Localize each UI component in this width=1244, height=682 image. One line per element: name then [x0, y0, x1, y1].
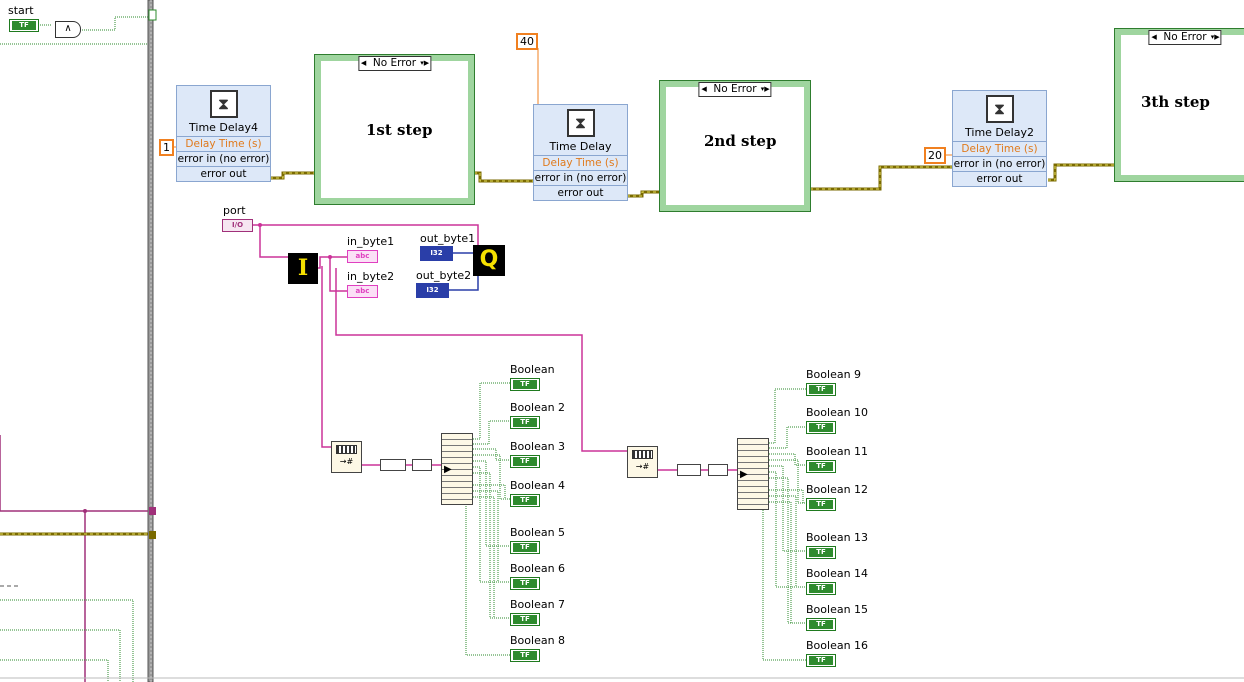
- tunnel-error: [149, 531, 156, 539]
- boolean-indicator-2[interactable]: TF: [510, 416, 540, 429]
- hourglass-icon: [209, 90, 238, 118]
- boolean-label-6: Boolean 6: [510, 562, 566, 575]
- string-wires: [253, 224, 737, 471]
- start-label: start: [8, 4, 34, 17]
- boolean-label-3: Boolean 11: [806, 445, 869, 458]
- number-to-bool-array-node-2[interactable]: [708, 464, 728, 476]
- boolean-label-3: Boolean 3: [510, 440, 566, 453]
- boolean-label-5: Boolean 13: [806, 531, 869, 544]
- in-byte1-label: in_byte1: [347, 235, 395, 248]
- boolean-indicator-7[interactable]: TF: [510, 613, 540, 626]
- visa-read-icon[interactable]: I: [288, 253, 318, 284]
- time-delay[interactable]: Time Delay Delay Time (s) error in (no e…: [533, 104, 628, 201]
- case-selector[interactable]: No Error: [357, 56, 432, 71]
- boolean-indicator-4[interactable]: TF: [806, 498, 836, 511]
- case-structure-2[interactable]: No Error 2nd step: [659, 80, 811, 212]
- boolean-indicator-7[interactable]: TF: [806, 618, 836, 631]
- hourglass-icon: [985, 95, 1014, 123]
- case-title: 1st step: [366, 121, 433, 139]
- bool-fanout-left: [465, 382, 510, 656]
- boolean-indicator-6[interactable]: TF: [510, 577, 540, 590]
- time-delay-2[interactable]: Time Delay2 Delay Time (s) error in (no …: [952, 90, 1047, 187]
- out-byte2-label: out_byte2: [416, 269, 472, 282]
- boolean-indicator-8[interactable]: TF: [806, 654, 836, 667]
- boolean-indicator-5[interactable]: TF: [510, 541, 540, 554]
- case-structure-3[interactable]: No Error 3th step: [1114, 28, 1244, 182]
- boolean-label-5: Boolean 5: [510, 526, 566, 539]
- const-1[interactable]: 1: [159, 139, 174, 156]
- port-control[interactable]: I/O: [222, 219, 253, 232]
- boolean-indicator-3[interactable]: TF: [806, 460, 836, 473]
- boolean-label-4: Boolean 4: [510, 479, 566, 492]
- visa-write-icon[interactable]: Q: [473, 245, 505, 276]
- boolean-label-6: Boolean 14: [806, 567, 869, 580]
- in-byte2-label: in_byte2: [347, 270, 395, 283]
- unbundle-bool-array-left[interactable]: ▶: [441, 433, 473, 505]
- time-delay-4[interactable]: Time Delay4 Delay Time (s) error in (no …: [176, 85, 271, 182]
- unbundle-bool-array-right[interactable]: ▶: [737, 438, 769, 510]
- string-to-byte-array-node[interactable]: →#: [331, 441, 362, 473]
- case-selector[interactable]: No Error: [698, 82, 772, 97]
- case-title: 2nd step: [704, 132, 777, 150]
- case-title: 3th step: [1141, 93, 1210, 111]
- boolean-label-2: Boolean 2: [510, 401, 566, 414]
- const-20[interactable]: 20: [924, 147, 946, 164]
- boolean-label-7: Boolean 15: [806, 603, 869, 616]
- boolean-indicator-1[interactable]: TF: [510, 378, 540, 391]
- number-to-bool-array-node[interactable]: [412, 459, 432, 471]
- boolean-indicator-5[interactable]: TF: [806, 546, 836, 559]
- hourglass-icon: [566, 109, 595, 137]
- boolean-indicator-3[interactable]: TF: [510, 455, 540, 468]
- string-to-byte-array-node-2[interactable]: →#: [627, 446, 658, 478]
- boolean-indicator-6[interactable]: TF: [806, 582, 836, 595]
- const-40[interactable]: 40: [516, 33, 538, 50]
- in-byte1-indicator[interactable]: abc: [347, 250, 378, 263]
- tunnel-string: [149, 507, 156, 515]
- index-array-node-2[interactable]: [677, 464, 701, 476]
- boolean-indicator-1[interactable]: TF: [806, 383, 836, 396]
- boolean-indicator-4[interactable]: TF: [510, 494, 540, 507]
- out-byte1-control[interactable]: I32: [420, 246, 453, 261]
- in-byte2-indicator[interactable]: abc: [347, 285, 378, 298]
- boolean-label-7: Boolean 7: [510, 598, 566, 611]
- start-control[interactable]: TF: [9, 19, 39, 32]
- boolean-label-1: Boolean 9: [806, 368, 862, 381]
- boolean-label-1: Boolean: [510, 363, 555, 376]
- port-label: port: [223, 204, 246, 217]
- boolean-indicator-2[interactable]: TF: [806, 421, 836, 434]
- boolean-label-8: Boolean 16: [806, 639, 869, 652]
- boolean-label-8: Boolean 8: [510, 634, 566, 647]
- out-byte2-control[interactable]: I32: [416, 283, 449, 298]
- boolean-label-4: Boolean 12: [806, 483, 869, 496]
- out-byte1-label: out_byte1: [420, 232, 476, 245]
- bool-fanout-right: [762, 388, 806, 661]
- case-structure-1[interactable]: No Error 1st step: [314, 54, 475, 205]
- and-node[interactable]: ∧: [55, 21, 81, 38]
- boolean-label-2: Boolean 10: [806, 406, 869, 419]
- boolean-indicator-8[interactable]: TF: [510, 649, 540, 662]
- case-selector[interactable]: No Error: [1148, 30, 1222, 45]
- index-array-node[interactable]: [380, 459, 406, 471]
- tunnel-top: [148, 9, 157, 21]
